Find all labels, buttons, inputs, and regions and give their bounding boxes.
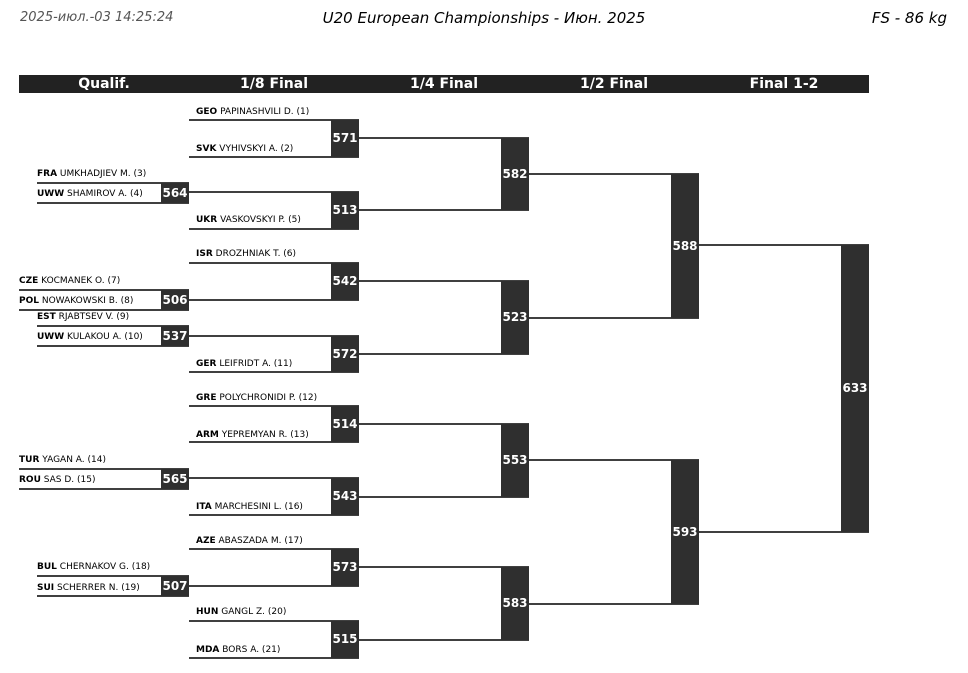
bout-box: 514: [331, 406, 359, 442]
bout-box: 553: [501, 424, 529, 497]
round-eighth-final: 1/8 Final: [239, 76, 309, 92]
bout-box: 537: [161, 326, 189, 346]
athlete-2: SVK VYHIVSKYI A. (2): [196, 144, 294, 154]
athlete-7: CZE KOCMANEK O. (7): [19, 276, 121, 286]
bout-box: 571: [331, 120, 359, 157]
bout-box: 515: [331, 621, 359, 658]
weight-category: FS - 86 kg: [871, 9, 947, 27]
event-title: U20 European Championships - Июн. 2025: [322, 9, 646, 27]
bout-box: 593: [671, 460, 699, 604]
athlete-11: GER LEIFRIDT A. (11): [196, 359, 293, 369]
athlete-15: ROU SAS D. (15): [19, 475, 96, 485]
athlete-14: TUR YAGAN A. (14): [19, 455, 106, 465]
athlete-12: GRE POLYCHRONIDI P. (12): [196, 393, 318, 403]
athlete-13: ARM YEPREMYAN R. (13): [196, 430, 309, 440]
athlete-4: UWW SHAMIROV A. (4): [37, 189, 143, 199]
athlete-5: UKR VASKOVSKYI P. (5): [196, 215, 301, 225]
final-bout-box: 633: [841, 245, 869, 532]
bout-box: 583: [501, 567, 529, 640]
bout-box: 523: [501, 281, 529, 354]
athlete-1: GEO PAPINASHVILI D. (1): [196, 107, 310, 117]
athlete-9: EST RJABTSEV V. (9): [37, 312, 130, 322]
bout-box: 542: [331, 263, 359, 300]
round-quarter-final: 1/4 Final: [409, 76, 479, 92]
bout-box: 506: [161, 290, 189, 310]
bout-box: 565: [161, 469, 189, 489]
bout-box: 588: [671, 174, 699, 318]
bout-box: 572: [331, 336, 359, 372]
athlete-17: AZE ABASZADA M. (17): [196, 536, 303, 546]
athlete-16: ITA MARCHESINI L. (16): [196, 502, 303, 512]
athlete-19: SUI SCHERRER N. (19): [37, 583, 140, 593]
athlete-6: ISR DROZHNIAK T. (6): [196, 249, 297, 259]
round-header-bar: Qualif. 1/8 Final 1/4 Final 1/2 Final Fi…: [19, 75, 869, 93]
athlete-18: BUL CHERNAKOV G. (18): [37, 562, 151, 572]
bout-box: 564: [161, 183, 189, 203]
round-final: Final 1-2: [749, 76, 819, 92]
bout-box: 513: [331, 192, 359, 229]
bout-box: 582: [501, 138, 529, 210]
round-qualif: Qualif.: [78, 76, 130, 92]
athlete-3: FRA UMKHADJIEV M. (3): [37, 169, 147, 179]
bout-box: 573: [331, 549, 359, 586]
bout-box: 507: [161, 576, 189, 596]
bout-box: 543: [331, 478, 359, 515]
athlete-20: HUN GANGL Z. (20): [196, 607, 287, 617]
athlete-21: MDA BORS A. (21): [196, 645, 281, 655]
print-timestamp: 2025-июл.-03 14:25:24: [20, 10, 174, 25]
athlete-10: UWW KULAKOU A. (10): [37, 332, 143, 342]
athlete-8: POL NOWAKOWSKI B. (8): [19, 296, 134, 306]
round-semi-final: 1/2 Final: [579, 76, 649, 92]
